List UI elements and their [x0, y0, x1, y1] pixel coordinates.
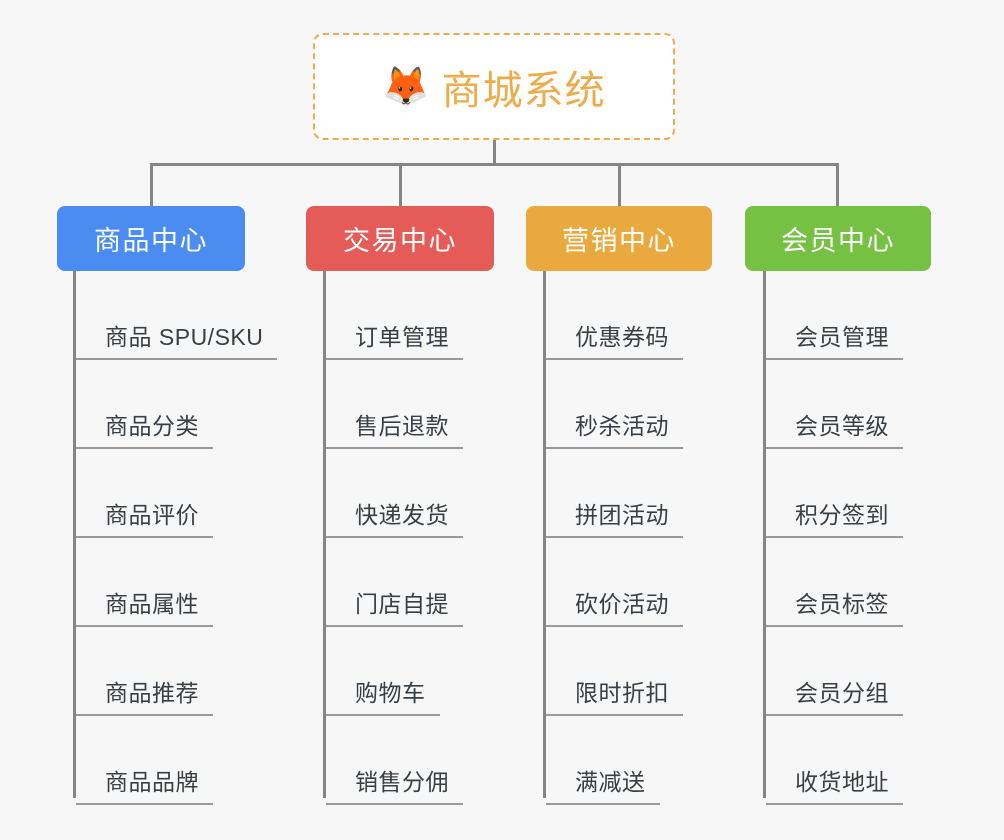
shiba-fox-face-icon: 🦊	[382, 65, 430, 108]
leaf-label: 拼团活动	[575, 502, 669, 528]
list-item[interactable]: 秒杀活动	[543, 360, 683, 449]
connector-drop-member-center	[836, 163, 839, 206]
root-node[interactable]: 🦊 商城系统	[313, 33, 675, 140]
category-label-product-center: 商品中心	[94, 226, 208, 256]
leaf-label: 砍价活动	[575, 591, 669, 617]
leaf-label: 秒杀活动	[575, 413, 669, 439]
leaf-label: 积分签到	[795, 502, 889, 528]
connector-drop-marketing-center	[618, 163, 621, 206]
branch-trunk-product-center	[73, 271, 76, 798]
list-item[interactable]: 收货地址	[763, 716, 903, 805]
leaf-label: 收货地址	[795, 769, 889, 795]
list-item[interactable]: 商品推荐	[73, 627, 277, 716]
list-item[interactable]: 积分签到	[763, 449, 903, 538]
category-box-member-center[interactable]: 会员中心	[745, 206, 931, 271]
list-item[interactable]: 商品属性	[73, 538, 277, 627]
list-item[interactable]: 购物车	[323, 627, 463, 716]
branch-member-center: 会员管理 会员等级 积分签到 会员标签 会员分组 收货地址	[763, 271, 903, 805]
branch-trunk-member-center	[763, 271, 766, 798]
category-label-trade-center: 交易中心	[343, 226, 457, 256]
category-box-trade-center[interactable]: 交易中心	[306, 206, 494, 271]
leaf-label: 限时折扣	[575, 680, 669, 706]
list-item[interactable]: 会员等级	[763, 360, 903, 449]
list-item[interactable]: 商品评价	[73, 449, 277, 538]
category-label-member-center: 会员中心	[781, 226, 895, 256]
leaf-label: 满减送	[575, 769, 646, 795]
leaf-label: 商品 SPU/SKU	[105, 324, 264, 350]
list-item[interactable]: 会员管理	[763, 271, 903, 360]
leaf-label: 会员分组	[795, 680, 889, 706]
connector-root-stem	[493, 140, 496, 165]
leaf-label: 商品评价	[105, 502, 199, 528]
category-box-product-center[interactable]: 商品中心	[57, 206, 245, 271]
list-item[interactable]: 会员标签	[763, 538, 903, 627]
list-item[interactable]: 拼团活动	[543, 449, 683, 538]
branch-product-center: 商品 SPU/SKU 商品分类 商品评价 商品属性 商品推荐 商品品牌	[73, 271, 278, 805]
leaf-label: 快递发货	[355, 502, 449, 528]
leaf-label: 优惠券码	[575, 324, 669, 350]
connector-drop-product-center	[150, 163, 153, 206]
list-item[interactable]: 会员分组	[763, 627, 903, 716]
list-item[interactable]: 售后退款	[323, 360, 463, 449]
list-item[interactable]: 砍价活动	[543, 538, 683, 627]
branch-trade-center: 订单管理 售后退款 快递发货 门店自提 购物车 销售分佣	[323, 271, 463, 805]
list-item[interactable]: 商品分类	[73, 360, 277, 449]
leaf-label: 销售分佣	[355, 769, 449, 795]
leaf-label: 门店自提	[355, 591, 449, 617]
category-box-marketing-center[interactable]: 营销中心	[526, 206, 712, 271]
branch-trunk-trade-center	[323, 271, 326, 798]
branch-trunk-marketing-center	[543, 271, 546, 798]
leaf-label: 商品分类	[105, 413, 199, 439]
list-item[interactable]: 限时折扣	[543, 627, 683, 716]
list-item[interactable]: 销售分佣	[323, 716, 463, 805]
list-item[interactable]: 商品 SPU/SKU	[73, 271, 278, 360]
root-title: 商城系统	[441, 68, 606, 113]
leaf-label: 会员等级	[795, 413, 889, 439]
connector-drop-trade-center	[399, 163, 402, 206]
list-item[interactable]: 满减送	[543, 716, 683, 805]
branch-marketing-center: 优惠券码 秒杀活动 拼团活动 砍价活动 限时折扣 满减送	[543, 271, 683, 805]
leaf-label: 会员管理	[795, 324, 889, 350]
leaf-label: 会员标签	[795, 591, 889, 617]
leaf-label: 购物车	[355, 680, 426, 706]
leaf-label: 售后退款	[355, 413, 449, 439]
list-item[interactable]: 优惠券码	[543, 271, 683, 360]
leaf-label: 商品品牌	[105, 769, 199, 795]
leaf-label: 商品属性	[105, 591, 199, 617]
list-item[interactable]: 订单管理	[323, 271, 463, 360]
connector-horizontal-bus	[150, 163, 839, 166]
list-item[interactable]: 快递发货	[323, 449, 463, 538]
list-item[interactable]: 门店自提	[323, 538, 463, 627]
leaf-label: 商品推荐	[105, 680, 199, 706]
list-item[interactable]: 商品品牌	[73, 716, 277, 805]
category-label-marketing-center: 营销中心	[562, 226, 676, 256]
leaf-label: 订单管理	[355, 324, 449, 350]
